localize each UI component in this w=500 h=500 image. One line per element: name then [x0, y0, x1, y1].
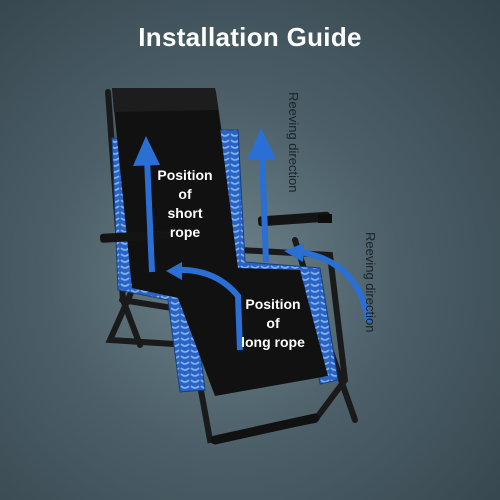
right-armrest [257, 211, 332, 227]
lower-reeving-arrow [284, 243, 371, 323]
reeving-direction-label-upper: Reeving direction [286, 92, 301, 193]
long-rope-label: Position of long rope [241, 296, 305, 350]
upper-reeving-arrow [247, 128, 276, 263]
page-title: Installation Guide [138, 22, 362, 52]
short-rope-label: Position of short rope [157, 167, 213, 240]
bottom-left-arrow [166, 262, 243, 351]
left-armrest [99, 230, 173, 243]
chair-fabric [112, 88, 328, 396]
short-rope-arrow [133, 136, 160, 273]
reeving-direction-label-lower: Reeving direction [363, 232, 378, 333]
footrest-bar [210, 413, 320, 445]
